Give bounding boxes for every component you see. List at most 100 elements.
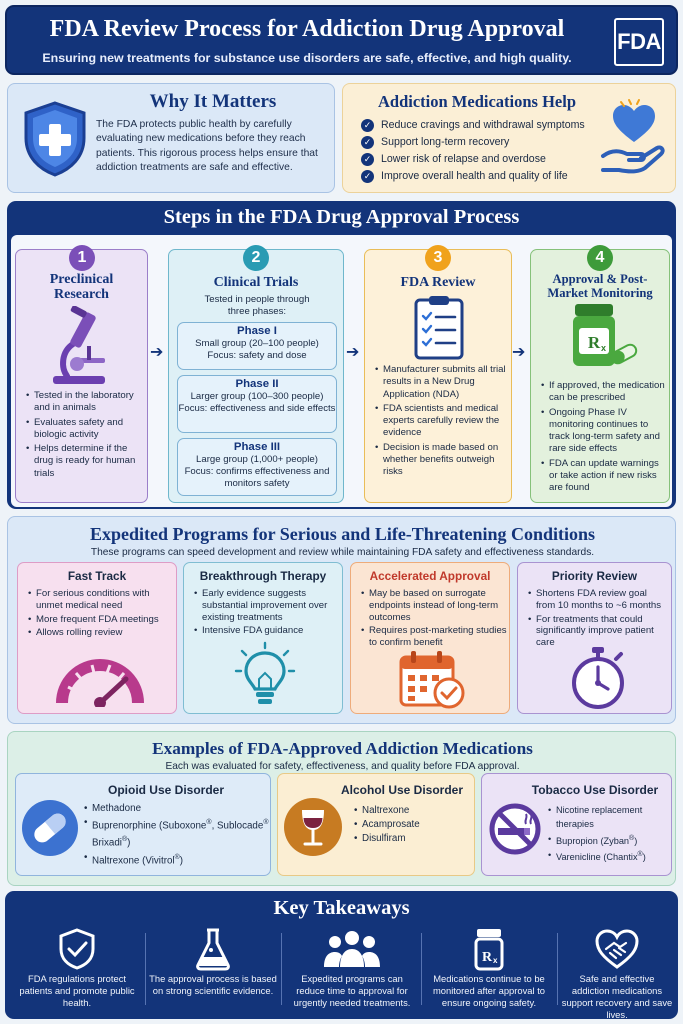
list-item: Evaluates safety and biologic activity	[26, 417, 142, 442]
svg-text:R: R	[482, 950, 493, 965]
shield-check-icon	[13, 925, 141, 973]
step-bullets: Tested in the laboratory and in animals …	[26, 390, 142, 482]
list-item: Naltrexone	[354, 804, 472, 818]
list-item: Helps determine if the drug is ready for…	[26, 443, 142, 480]
stopwatch-icon	[572, 647, 624, 709]
check-icon: ✓	[361, 153, 374, 166]
svg-text:x: x	[493, 956, 498, 965]
list-item: More frequent FDA meetings	[28, 614, 174, 626]
list-item: Decision is made based on whether benefi…	[375, 442, 507, 479]
list-item: Varenicline (Chantix®)	[548, 848, 672, 864]
examples-title: Examples of FDA-Approved Addiction Medic…	[152, 739, 533, 758]
list-item: ✓Improve overall health and quality of l…	[361, 168, 585, 185]
check-icon: ✓	[361, 136, 374, 149]
list-item: FDA scientists and medical experts caref…	[375, 403, 507, 440]
list-item: Naltrexone (Vivitrol®)	[84, 851, 270, 868]
phase-3-box: Phase III Large group (1,000+ people) Fo…	[177, 438, 337, 496]
arrow-right-icon: ➔	[150, 344, 164, 361]
takeaway-item: Safe and effective addiction medications…	[561, 925, 673, 1020]
svg-text:x: x	[601, 343, 606, 353]
card-title: Tobacco Use Disorder	[531, 783, 659, 797]
card-opioid-use-disorder: Opioid Use Disorder Methadone Buprenorph…	[15, 773, 271, 876]
list-item: Allows rolling review	[28, 627, 174, 639]
help-list: ✓Reduce cravings and withdrawal symptoms…	[361, 117, 585, 185]
calendar-check-icon	[399, 651, 465, 709]
card-breakthrough-therapy: Breakthrough Therapy Early evidence sugg…	[183, 562, 343, 714]
card-title: Priority Review	[551, 569, 638, 583]
arrow-right-icon: ➔	[512, 344, 526, 361]
phase-name: Phase II	[235, 378, 279, 390]
card-list: Shortens FDA review goal from 10 months …	[528, 588, 668, 651]
help-title: Addiction Medications Help	[377, 92, 576, 111]
step-clinical-trials: 2 Clinical Trials Tested in people throu…	[168, 245, 344, 503]
header-banner: FDA Review Process for Addiction Drug Ap…	[5, 5, 678, 75]
step-bullets: If approved, the medication can be presc…	[541, 380, 667, 497]
card-list: Nicotine replacement therapies Bupropion…	[548, 803, 672, 865]
card-fast-track: Fast Track For serious conditions with u…	[17, 562, 177, 714]
trials-intro: Tested in people through three phases:	[204, 294, 310, 317]
expedited-subtitle: These programs can speed development and…	[90, 547, 595, 558]
card-tobacco-use-disorder: Tobacco Use Disorder Nicotine replacemen…	[481, 773, 672, 876]
steps-title: Steps in the FDA Drug Approval Process	[163, 206, 520, 228]
clipboard-checklist-icon	[414, 296, 464, 360]
card-priority-review: Priority Review Shortens FDA review goal…	[517, 562, 672, 714]
pill-capsule-icon	[22, 800, 78, 856]
takeaways-title: Key Takeaways	[273, 897, 410, 919]
list-item: Acamprosate	[354, 818, 472, 832]
card-title: Breakthrough Therapy	[199, 569, 327, 583]
step-title: Approval & Post-Market Monitoring	[547, 272, 653, 300]
expedited-title: Expedited Programs for Serious and Life-…	[89, 524, 596, 544]
card-list: Methadone Buprenorphine (Suboxone®, Subl…	[84, 802, 270, 868]
card-list: For serious conditions with unmet medica…	[28, 588, 174, 641]
heart-in-hand-icon	[601, 99, 665, 174]
list-item: For serious conditions with unmet medica…	[28, 588, 174, 612]
list-item: Disulfiram	[354, 832, 472, 846]
heart-handshake-icon	[561, 925, 673, 973]
card-title: Fast Track	[67, 569, 127, 583]
card-alcohol-use-disorder: Alcohol Use Disorder Naltrexone Acampros…	[277, 773, 475, 876]
card-accelerated-approval: Accelerated Approval May be based on sur…	[350, 562, 510, 714]
step-number: 4	[587, 245, 613, 271]
examples-subtitle: Each was evaluated for safety, effective…	[165, 761, 520, 772]
no-smoking-icon	[489, 803, 541, 855]
step-number: 1	[69, 245, 95, 271]
step-title: FDA Review	[400, 275, 476, 290]
phase-1-box: Phase I Small group (20–100 people) Focu…	[177, 322, 337, 370]
card-list: Early evidence suggests substantial impr…	[194, 588, 340, 639]
list-item: FDA can update warnings or take action i…	[541, 458, 667, 495]
list-item: Requires post-marketing studies to confi…	[361, 625, 507, 649]
page-title: FDA Review Process for Addiction Drug Ap…	[49, 16, 565, 42]
card-title: Opioid Use Disorder	[107, 783, 225, 797]
divider	[281, 933, 282, 1005]
step-preclinical: 1 Preclinical Research Tested in the lab…	[15, 245, 148, 503]
step-title: Clinical Trials	[213, 275, 299, 290]
takeaway-item: Expedited programs can reduce time to ap…	[287, 925, 417, 1015]
flask-icon	[149, 925, 277, 973]
divider	[145, 933, 146, 1005]
key-takeaways-section: Key Takeaways FDA regulations protect pa…	[5, 891, 678, 1020]
wine-glass-icon	[284, 798, 342, 856]
list-item: ✓Lower risk of relapse and overdose	[361, 151, 585, 168]
card-list: May be based on surrogate endpoints inst…	[361, 588, 507, 651]
fda-logo: FDA	[614, 18, 664, 66]
card-title: Alcohol Use Disorder	[340, 783, 464, 797]
list-item: Buprenorphine (Suboxone®, Sublocade®Brix…	[84, 816, 270, 851]
step-number: 2	[243, 245, 269, 271]
card-list: Naltrexone Acamprosate Disulfiram	[354, 804, 472, 846]
list-item: Nicotine replacement therapies	[548, 803, 672, 832]
list-item: Manufacturer submits all trial results i…	[375, 364, 507, 401]
list-item: Bupropion (Zyban®)	[548, 832, 672, 848]
divider	[557, 933, 558, 1005]
list-item: ✓Support long-term recovery	[361, 134, 585, 151]
step-title: Preclinical Research	[49, 272, 114, 302]
list-item: Tested in the laboratory and in animals	[26, 390, 142, 415]
list-item: Early evidence suggests substantial impr…	[194, 588, 340, 623]
speedometer-icon	[56, 659, 144, 707]
lightbulb-icon	[234, 641, 296, 704]
people-group-icon	[287, 925, 417, 973]
page-subtitle: Ensuring new treatments for substance us…	[42, 51, 572, 65]
check-icon: ✓	[361, 170, 374, 183]
medications-help-panel: Addiction Medications Help ✓Reduce cravi…	[342, 83, 676, 193]
